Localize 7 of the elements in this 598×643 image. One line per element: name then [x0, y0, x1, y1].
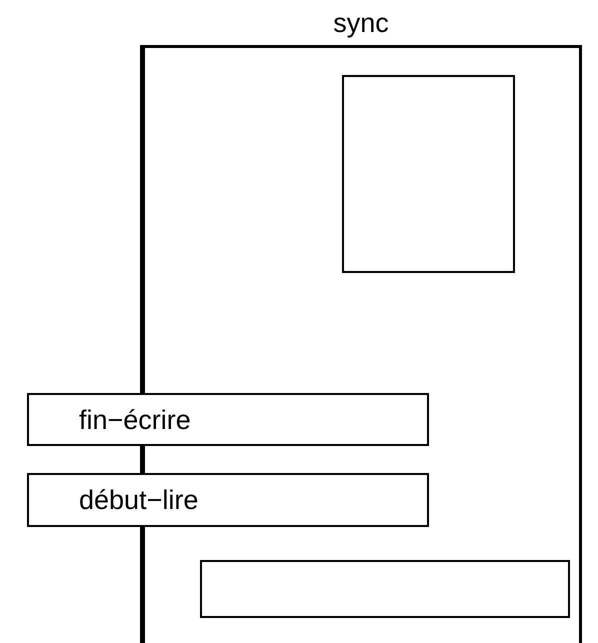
- label-box: [27, 473, 429, 527]
- frame-title: sync: [332, 8, 390, 38]
- label-box: [27, 393, 429, 446]
- empty-box: [200, 560, 570, 618]
- box-label: fin−écrire: [79, 404, 191, 434]
- empty-box: [342, 75, 515, 273]
- box-label: début−lire: [79, 485, 198, 515]
